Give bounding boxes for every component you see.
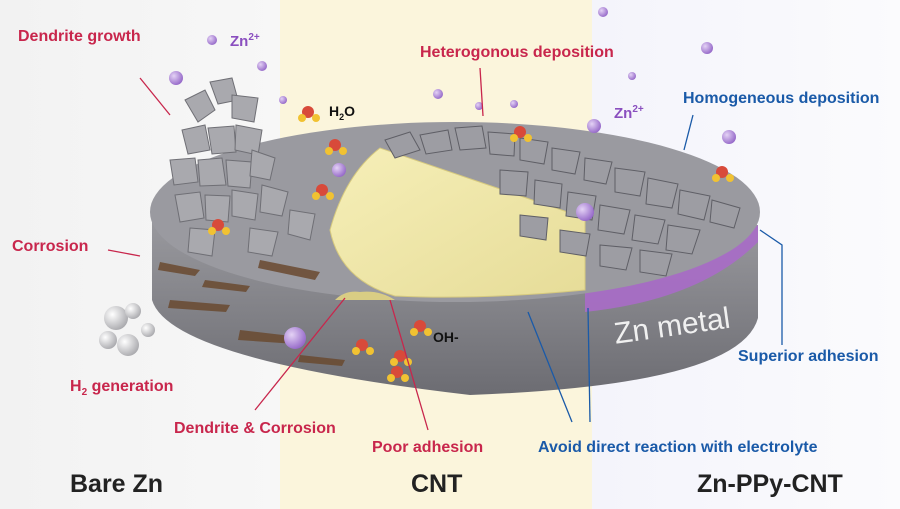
bare-zn-title: Bare Zn bbox=[70, 470, 164, 498]
superior-adhesion-label: Superior adhesion bbox=[738, 348, 879, 365]
poor-adhesion-label: Poor adhesion bbox=[372, 439, 484, 456]
dendrite-cluster bbox=[169, 77, 316, 257]
h2-sub: 2 bbox=[81, 387, 88, 399]
zn2-right-label: Zn2+ bbox=[614, 104, 644, 122]
zn-ppy-cnt-title: Zn-PPy-CNT bbox=[697, 470, 843, 498]
zn2-left-text: Zn bbox=[230, 33, 249, 50]
dendrite-growth-label: Dendrite growth bbox=[18, 28, 141, 45]
avoid-reaction-label: Avoid direct reaction with electrolyte bbox=[538, 439, 818, 456]
h2o-h: H bbox=[329, 103, 340, 119]
h2-bubbles bbox=[99, 303, 155, 356]
h2o-sub: 2 bbox=[339, 111, 345, 122]
zn2-left-charge: 2+ bbox=[248, 32, 260, 43]
zn2-left-label: Zn2+ bbox=[230, 32, 260, 50]
zn2-right-text: Zn bbox=[614, 105, 633, 122]
h2-h: H bbox=[70, 378, 82, 395]
zn-ion-particles bbox=[169, 7, 736, 349]
ppy-layer bbox=[585, 225, 758, 312]
homogeneous-deposition-label: Homogeneous deposition bbox=[683, 90, 880, 107]
cnt-title: CNT bbox=[411, 470, 463, 498]
h2-generation-text: generation bbox=[87, 378, 174, 395]
corrosion-label: Corrosion bbox=[12, 238, 89, 255]
blue-arrows bbox=[527, 114, 783, 423]
cnt-layer bbox=[329, 147, 586, 298]
zn2-right-charge: 2+ bbox=[632, 104, 644, 115]
red-arrows bbox=[107, 67, 484, 431]
water-molecules bbox=[208, 106, 734, 382]
h2o-o: O bbox=[344, 103, 356, 119]
oh-label: OH- bbox=[433, 329, 459, 345]
cnt-gap bbox=[335, 291, 395, 300]
h2o-label: H2O bbox=[329, 103, 355, 122]
dendrite-corrosion-label: Dendrite & Corrosion bbox=[174, 420, 336, 437]
h2-generation-label: H2 generation bbox=[70, 378, 173, 398]
heterogonous-deposition-label: Heterogonous deposition bbox=[420, 44, 614, 61]
